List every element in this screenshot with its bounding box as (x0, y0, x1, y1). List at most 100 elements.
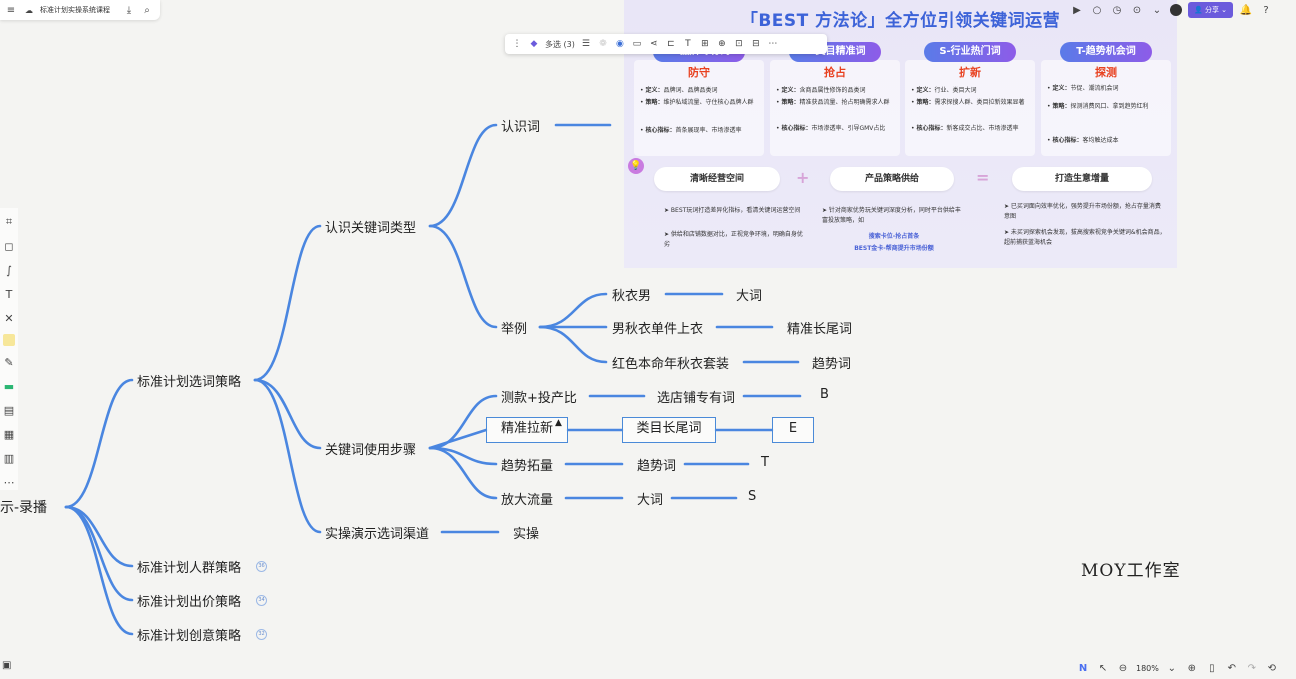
border-color-icon[interactable]: ◉ (615, 39, 624, 49)
help-icon[interactable]: ? (1263, 4, 1269, 16)
shape-tool-icon[interactable]: ◻ (4, 239, 14, 253)
share-button[interactable]: 👤 分享 ⌄ (1188, 2, 1234, 18)
example-kind[interactable]: 大词 (736, 289, 763, 304)
l1-bid-strategy[interactable]: 标准计划出价策略 (137, 595, 242, 610)
zoom-level[interactable]: 180% (1136, 663, 1159, 673)
step-node[interactable]: 测款+投产比 (501, 391, 577, 406)
document-bar: ≡ ☁ 标准计划实操系统课程 ⤓ ⌕ (0, 0, 160, 20)
l2-keyword-steps[interactable]: 关键词使用步骤 (325, 443, 417, 458)
zoom-out-icon[interactable]: ⊖ (1118, 662, 1128, 674)
l1-creative-strategy[interactable]: 标准计划创意策略 (137, 629, 242, 644)
connector-tool-icon[interactable]: ✕ (4, 311, 14, 325)
example-kind[interactable]: 精准长尾词 (787, 322, 853, 337)
collapsed-count-badge[interactable]: 32 (256, 629, 267, 640)
download-icon[interactable]: ⤓ (126, 4, 132, 16)
sticky-note-icon[interactable] (3, 334, 15, 346)
l1-keyword-strategy[interactable]: 标准计划选词策略 (137, 375, 242, 390)
doc-tool-icon[interactable]: ▥ (3, 451, 15, 465)
play-icon[interactable]: ▶ (1073, 4, 1081, 16)
column-t: 探测 • 定义：节促、潮流机会词 • 策略：探测消费风口、拿到趋势红利 • 核心… (1041, 60, 1171, 156)
step-word[interactable]: 选店铺专有词 (657, 391, 736, 406)
selected-step-word[interactable]: 类目长尾词 (622, 417, 716, 443)
bottom-mid-highlight-1: 搜索卡位-抢占首条 (868, 233, 920, 240)
step-node[interactable]: 趋势拓量 (501, 459, 554, 474)
l1-audience-strategy[interactable]: 标准计划人群策略 (137, 561, 242, 576)
zoom-in-icon[interactable]: ⊕ (1187, 662, 1197, 674)
example-term[interactable]: 红色本命年秋衣套装 (612, 357, 730, 372)
divider-tool-icon[interactable]: ▬ (3, 379, 15, 393)
bottom-left-line-1: ➤ BEST玩词打造差异化指标，看清关键词运营空间 (664, 207, 801, 214)
fill-icon[interactable]: ❁ (599, 39, 607, 49)
avatar[interactable] (1170, 4, 1182, 16)
root-node[interactable]: 示-录播 (0, 500, 48, 516)
pill-s: S-行业热门词 (924, 42, 1016, 62)
text-icon[interactable]: T (685, 39, 691, 49)
column-s-title: 扩新 (959, 66, 981, 79)
connector-icon[interactable]: ⋖ (650, 39, 658, 49)
menu-icon[interactable]: ≡ (6, 4, 16, 16)
timer-icon[interactable]: ◷ (1112, 4, 1122, 16)
book-icon[interactable]: ▯ (1209, 662, 1215, 674)
bottom-left-line-2: ➤ 供给和店铺数据对比，正视竞争环境，明确自身优劣 (664, 231, 803, 248)
more-tools-rail-icon[interactable]: ⋯ (3, 475, 15, 489)
layout-icon[interactable]: ⊕ (718, 39, 726, 49)
column-b: 防守 • 定义：品牌词、品牌品类词 • 策略：维护私域流量、守住核心品牌人群 •… (634, 60, 764, 156)
comment-add-icon[interactable]: ⊟ (752, 39, 760, 49)
node-recognize-words[interactable]: 认识词 (501, 120, 541, 135)
example-term[interactable]: 男秋衣单件上衣 (612, 322, 704, 337)
collapsed-count-badge[interactable]: 34 (256, 595, 267, 606)
box-clear-space: 清晰经营空间 (654, 167, 780, 191)
drag-handle-icon[interactable]: ⋮ (512, 39, 522, 49)
column-b-title: 防守 (688, 66, 710, 79)
document-title[interactable]: 标准计划实操系统课程 (40, 6, 110, 14)
align-icon[interactable]: ☰ (581, 39, 590, 49)
select-cursor-icon[interactable]: ↖ (1098, 662, 1108, 674)
selected-step-node[interactable]: 精准拉新 (486, 417, 568, 443)
lock-icon[interactable]: ⊡ (735, 39, 743, 49)
step-node[interactable]: 放大流量 (501, 493, 554, 508)
comment-icon[interactable]: ○ (1092, 4, 1102, 16)
curve-tool-icon[interactable]: ∫ (6, 263, 12, 277)
lightbulb-icon: 💡 (628, 158, 644, 174)
more-tools-icon[interactable]: ⌄ (1152, 4, 1162, 16)
example-kind[interactable]: 趋势词 (812, 357, 852, 372)
example-term[interactable]: 秋衣男 (612, 289, 652, 304)
step-word[interactable]: 趋势词 (637, 459, 677, 474)
watermark: MOY工作室 (1081, 561, 1181, 581)
bell-icon[interactable]: 🔔 (1239, 4, 1253, 16)
minimap-icon[interactable]: ▣ (2, 660, 12, 671)
table-tool-icon[interactable]: ▦ (3, 427, 15, 441)
step-letter[interactable]: S (748, 489, 757, 504)
l2-keyword-types[interactable]: 认识关键词类型 (325, 221, 417, 236)
zoom-dropdown-icon[interactable]: ⌄ (1167, 662, 1177, 674)
node-examples[interactable]: 举例 (501, 322, 528, 337)
pill-t: T-趋势机会词 (1060, 42, 1152, 62)
template-tool-icon[interactable]: ▤ (3, 403, 15, 417)
step-letter[interactable]: T (761, 455, 769, 470)
search-icon[interactable]: ⌕ (144, 4, 150, 16)
line-style-icon[interactable]: ⊏ (667, 39, 675, 49)
ai-assistant-icon[interactable]: N (1078, 662, 1088, 674)
undo-icon[interactable]: ↶ (1227, 662, 1237, 674)
l2-practice-channels[interactable]: 实操演示选词渠道 (325, 527, 430, 542)
frame-icon[interactable]: ⌗ (5, 215, 13, 228)
history-icon[interactable]: ⟲ (1267, 662, 1277, 674)
redo-icon[interactable]: ↷ (1247, 662, 1257, 674)
multi-select-label[interactable]: 多选 (3) (545, 39, 575, 49)
pen-tool-icon[interactable]: ✎ (4, 355, 14, 369)
step-word[interactable]: 大词 (637, 493, 664, 508)
step-letter[interactable]: B (820, 387, 829, 402)
bottom-right-toolbar: N ↖ ⊖ 180% ⌄ ⊕ ▯ ↶ ↷ ⟲ (1076, 658, 1296, 678)
collapsed-count-badge[interactable]: 36 (256, 561, 267, 572)
bottom-mid-highlight-2: BEST金卡-帮商提升市场份额 (854, 245, 934, 252)
text-tool-icon[interactable]: T (5, 287, 13, 301)
shape-icon[interactable]: ▭ (632, 39, 642, 49)
left-tool-rail: ⌗ ◻ ∫ T ✕ ✎ ▬ ▤ ▦ ▥ ⋯ (0, 208, 18, 490)
present-icon[interactable]: ⊙ (1132, 4, 1142, 16)
more-icon[interactable]: ⋯ (768, 39, 778, 49)
add-child-icon[interactable]: ⊞ (701, 39, 709, 49)
node-practice[interactable]: 实操 (513, 527, 540, 542)
pin-icon[interactable]: ◆ (530, 39, 538, 49)
selected-step-letter[interactable]: E (772, 417, 814, 443)
infographic-title: 「BEST 方法论」全方位引领关键词运营 (740, 11, 1061, 31)
